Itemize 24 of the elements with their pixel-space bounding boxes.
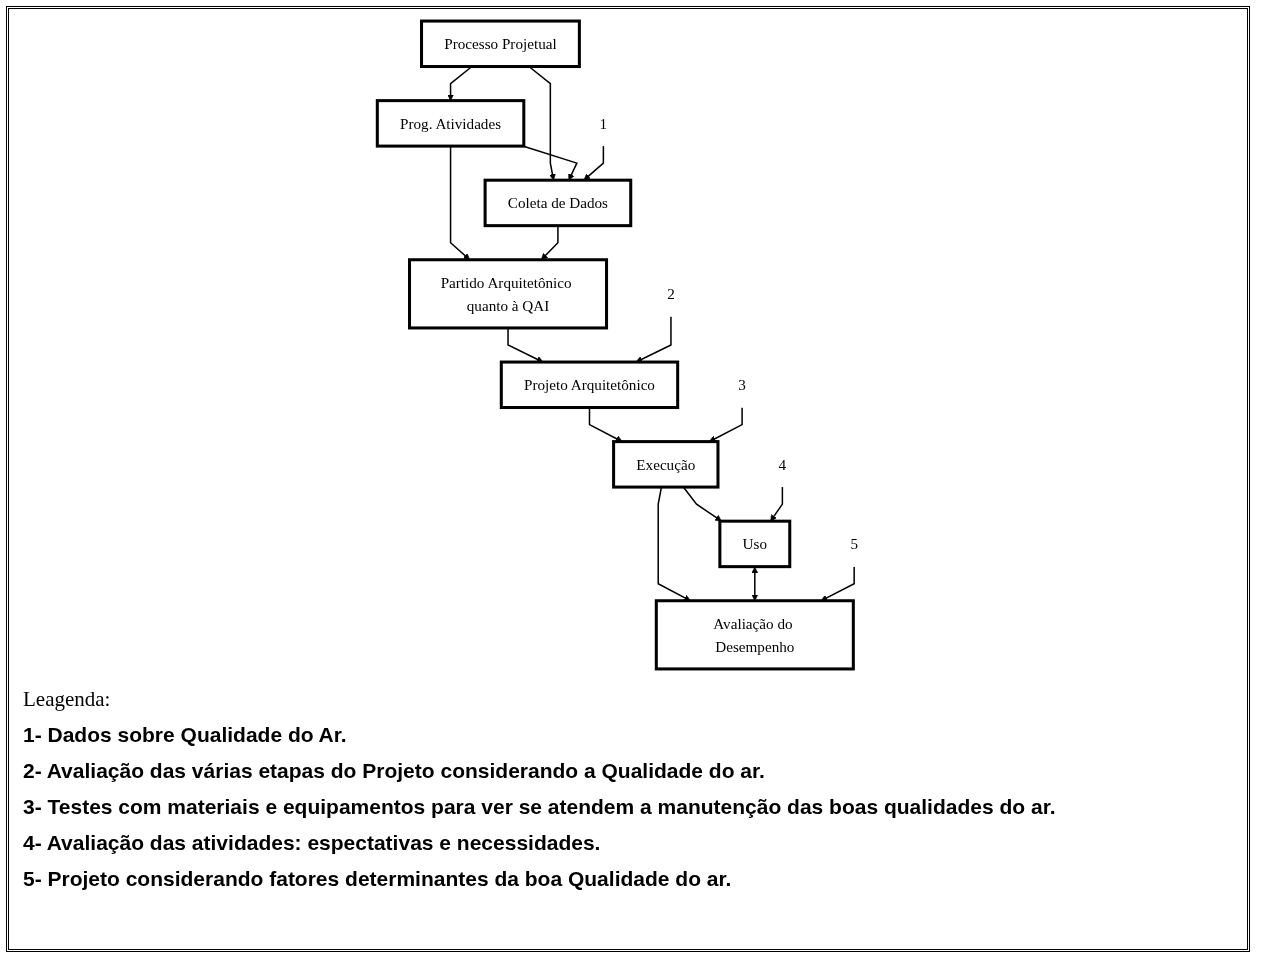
node-text: 2 (667, 285, 675, 303)
arrow (635, 315, 672, 363)
node-box: Execução (612, 440, 720, 489)
node-box: Processo Projetual (420, 19, 581, 69)
arrow (709, 406, 743, 442)
arrow (583, 145, 605, 181)
node-text: 4 (778, 456, 787, 473)
node-text: 5 (850, 535, 858, 553)
node-text: 3 (738, 376, 746, 394)
node-box: Prog. Atividades (375, 99, 526, 148)
node-box: Partido Arquitetônico quanto à QAI (408, 258, 609, 330)
arrow (507, 327, 544, 363)
legend-note: 1- Dados sobre Qualidade do Ar. (23, 722, 348, 748)
node-box: Uso (718, 519, 792, 569)
legend-note: 5- Projeto considerando fatores determinantes da boa Qualidade do ar. (23, 866, 733, 892)
arrow (770, 486, 784, 522)
legend-heading: Leagenda: (23, 686, 112, 713)
node-box: Avaliação do Desempenho (654, 599, 855, 671)
node-box: Projeto Arquitetônico (499, 360, 680, 410)
node-box: Coleta de Dados (483, 178, 633, 228)
node-text: 1 (599, 115, 608, 132)
legend-note: 4- Avaliação das atividades: espectativas e necessidades. (23, 830, 602, 856)
legend-note: 3- Testes com materiais e equipamentos para ver se atendem a manutenção das boas qualidades do ar. (23, 794, 1057, 820)
legend-note: 2- Avaliação das várias etapas do Projeto considerando a Qualidade do ar. (23, 758, 766, 784)
